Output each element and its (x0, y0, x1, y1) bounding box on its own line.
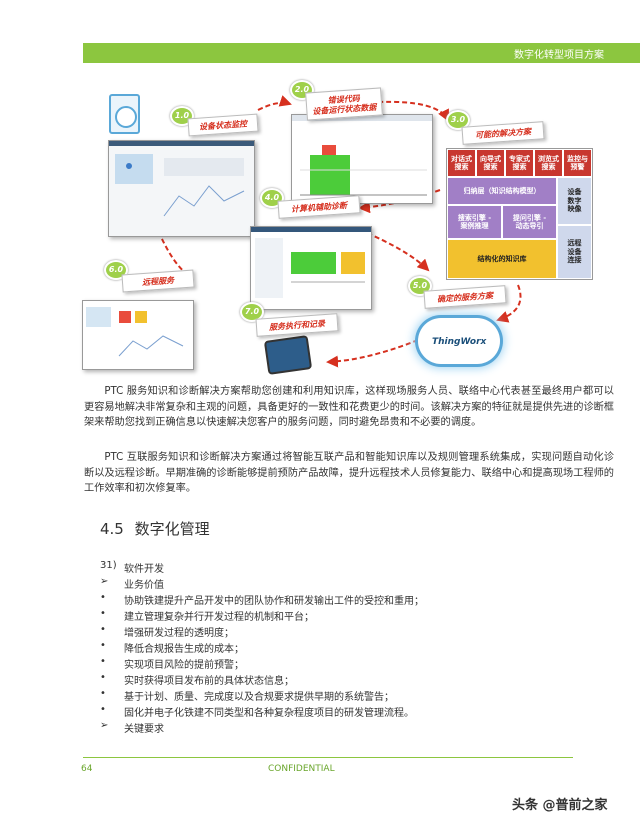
tablet-icon (263, 335, 313, 375)
footer-divider (83, 757, 573, 758)
list-mark: • (100, 640, 106, 651)
status-chart-screenshot (291, 114, 433, 204)
list-mark: • (100, 656, 106, 667)
table-top-cell: 专家式 搜索 (505, 149, 534, 177)
list-mark: • (100, 624, 106, 635)
section-heading: 数字化管理 (134, 520, 210, 538)
cloud-label: ThingWorx (432, 337, 487, 347)
arrow-2-3 (377, 100, 449, 122)
induction-layer: 归纳层（知识结构模型） (447, 177, 557, 205)
table-top-cell: 向导式 搜索 (476, 149, 505, 177)
list-text: 实现项目风险的提前预警； (124, 660, 244, 671)
diagnosis-screenshot (250, 226, 372, 310)
header-bar: 数字化转型项目方案 (83, 43, 640, 63)
list-text: 关键要求 (124, 724, 164, 735)
arrow-5-cloud (496, 284, 522, 323)
table-top-cell: 监控与 预警 (563, 149, 592, 177)
step-note: 错误代码 设备运行状态数据 (305, 87, 383, 121)
remote-device-connect: 远程 设备 连接 (557, 225, 592, 279)
monitor-screenshot (108, 140, 255, 237)
header-title: 数字化转型项目方案 (514, 50, 604, 61)
list-text: 降低合规报告生成的成本； (124, 644, 244, 655)
list-mark: 31) (100, 560, 117, 571)
thingworx-cloud-icon: ThingWorx (418, 318, 500, 364)
paragraph-2: PTC 互联服务知识和诊断解决方案通过将智能互联产品和智能知识库以及规则管理系统… (84, 452, 614, 494)
list-mark: ➢ (100, 720, 109, 731)
service-diagram: 对话式 搜索 向导式 搜索 专家式 搜索 浏览式 搜索 监控与 预警 归纳层（知… (78, 80, 618, 380)
list-text: 实时获得项目发布前的具体状态信息； (124, 676, 294, 687)
table-top-cell: 对话式 搜索 (447, 149, 476, 177)
paragraph-1: PTC 服务知识和诊断解决方案帮助您创建和利用知识库，这样现场服务人员、联络中心… (84, 386, 614, 428)
device-digital-twin: 设备 数字 映像 (557, 177, 592, 225)
list-text: 软件开发 (124, 564, 164, 575)
list-text: 协助铁建提升产品开发中的团队协作和研发输出工件的受控和重用； (124, 596, 424, 607)
section-number: 4.5 (100, 520, 124, 538)
list-text: 基于计划、质量、完成度以及合规要求提供早期的系统警告； (124, 692, 394, 703)
search-engine-cell: 搜索引擎 - 案例推理 (447, 205, 502, 239)
table-top-cell: 浏览式 搜索 (534, 149, 563, 177)
step-badge: 3.0 (446, 110, 470, 130)
knowledge-base-cell: 结构化的知识库 (447, 239, 557, 279)
question-engine-cell: 提问引擎 - 动态导引 (502, 205, 557, 239)
page-number: 64 (81, 764, 93, 774)
list-mark: • (100, 704, 106, 715)
arrow-cloud-7 (326, 339, 419, 368)
list-mark: • (100, 688, 106, 699)
washer-icon (109, 94, 140, 134)
remote-service-screenshot (82, 300, 194, 370)
list-text: 固化并电子化铁建不同类型和各种复杂程度项目的研发管理流程。 (124, 708, 414, 719)
section-title: 4.5 数字化管理 (100, 518, 210, 539)
step-badge: 7.0 (240, 302, 264, 322)
list-text: 增强研发过程的透明度； (124, 628, 234, 639)
list-mark: • (100, 608, 106, 619)
footer-confidential: CONFIDENTIAL (268, 764, 335, 774)
watermark: 头条 @普前之家 (512, 798, 608, 813)
list-text: 建立管理复杂并行开发过程的机制和平台； (124, 612, 314, 623)
list-mark: • (100, 592, 106, 603)
list-text: 业务价值 (124, 580, 164, 591)
list-mark: • (100, 672, 106, 683)
list-mark: ➢ (100, 576, 109, 587)
arrow-1-2 (257, 95, 292, 111)
knowledge-table: 对话式 搜索 向导式 搜索 专家式 搜索 浏览式 搜索 监控与 预警 归纳层（知… (446, 148, 593, 280)
